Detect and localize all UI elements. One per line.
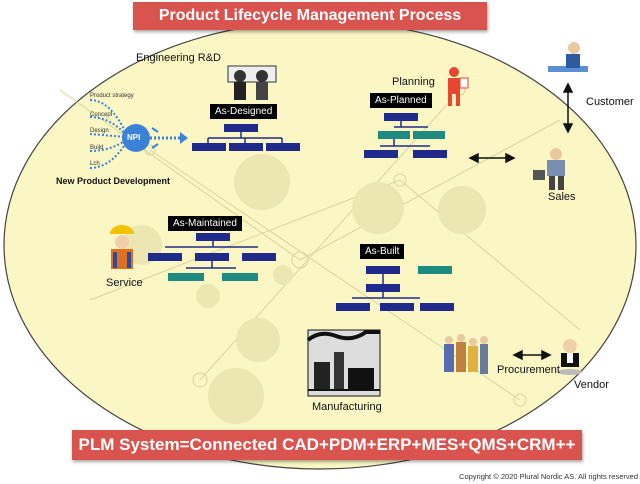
vendor-icon [558, 339, 582, 375]
tree-as-designed [192, 124, 300, 151]
copyright-notice: Copyright © 2020 Plural Nordic AS. All r… [459, 472, 638, 481]
as-designed-box: As-Designed [210, 104, 278, 119]
customer-label: Customer [586, 96, 634, 108]
npi-input: Build [90, 145, 104, 151]
npi-input: Design [90, 128, 109, 134]
plm-system-banner: PLM System=Connected CAD+PDM+ERP+MES+QMS… [72, 430, 582, 460]
npi-input: Product strategy [90, 93, 134, 99]
engineers-icon [227, 65, 277, 100]
salesman-icon [533, 148, 565, 190]
npi-hub [122, 124, 150, 152]
customer-icon [548, 42, 588, 72]
vendor-label: Vendor [574, 379, 609, 391]
factory-icon [306, 329, 381, 397]
npi-input: Concept [90, 112, 113, 118]
npi-input: Lch [90, 161, 100, 167]
workers-icon [444, 334, 488, 374]
procurement-label: Procurement [497, 364, 560, 376]
service-label: Service [106, 277, 143, 289]
planner-icon [448, 67, 469, 106]
engineering-label: Engineering R&D [136, 52, 221, 64]
as-maintained-box: As-Maintained [168, 216, 242, 231]
service-worker-icon [110, 225, 134, 269]
manufacturing-label: Manufacturing [312, 401, 382, 413]
as-built-box: As-Built [360, 244, 405, 259]
tree-as-maintained [148, 233, 276, 281]
tree-as-planned [364, 113, 447, 158]
title-banner: Product Lifecycle Management Process [133, 2, 487, 30]
npd-label: New Product Development [56, 176, 171, 186]
flow-arrows [468, 82, 574, 361]
npi-hub-label: NPI [127, 133, 141, 142]
tree-as-built [336, 266, 454, 311]
as-planned-box: As-Planned [370, 93, 432, 108]
npi-section [89, 99, 188, 169]
planning-label: Planning [392, 76, 435, 88]
sales-label: Sales [548, 191, 576, 203]
